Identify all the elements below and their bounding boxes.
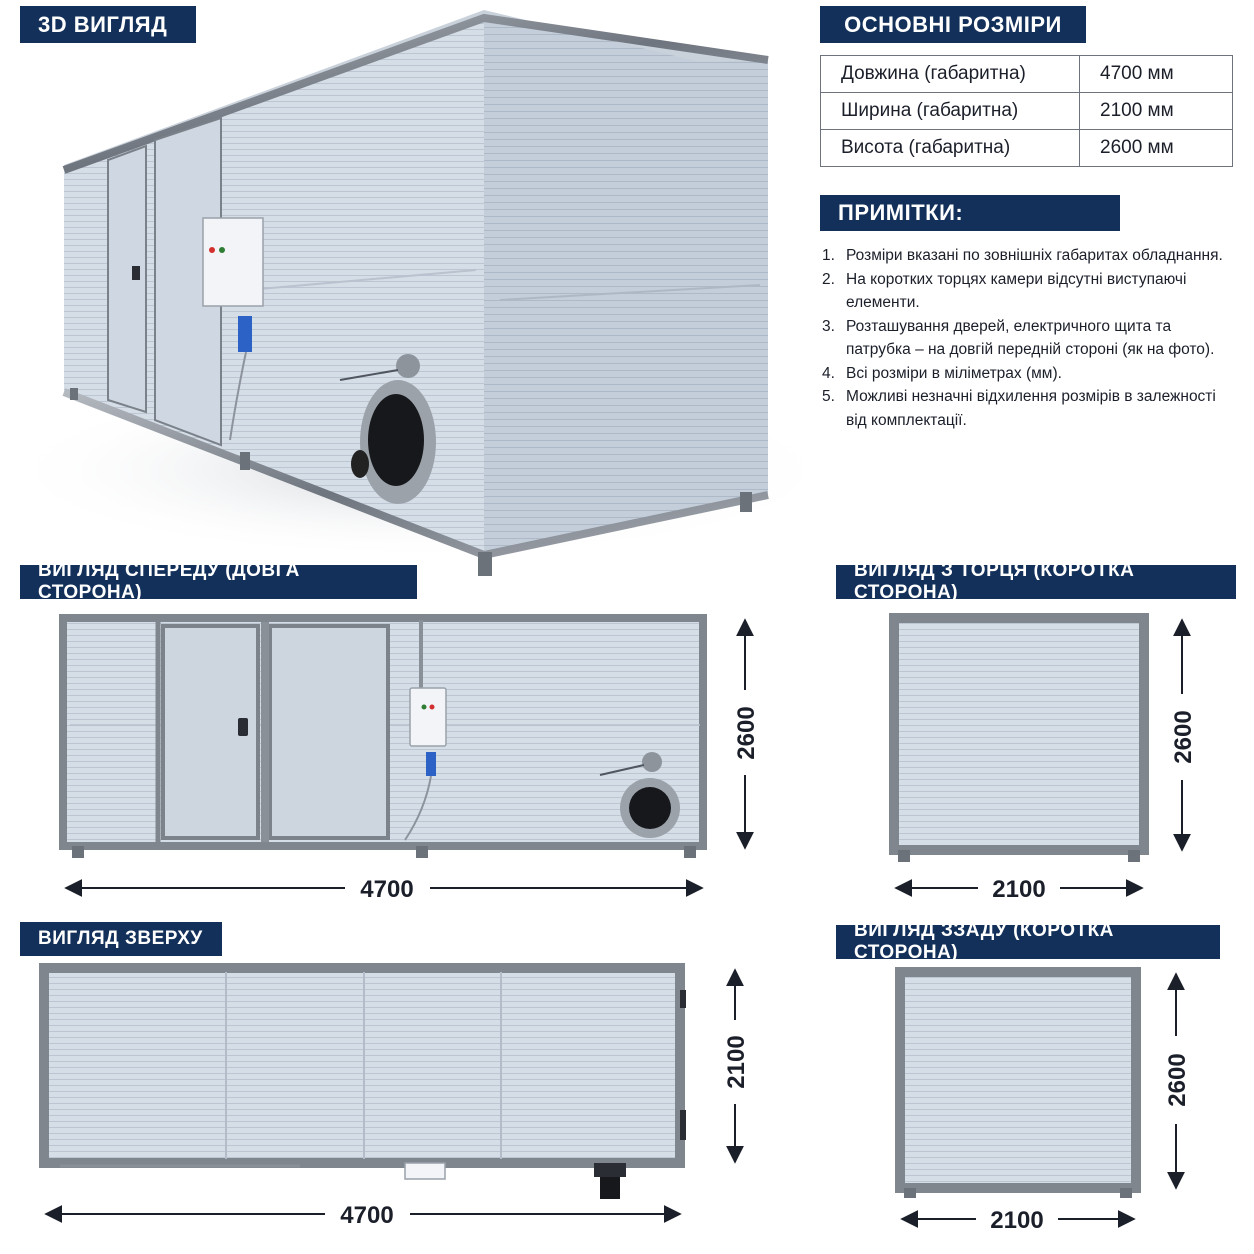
note-number: 4. <box>822 364 835 382</box>
list-item: 2. На коротких торцях камери відсутні вис… <box>822 268 1252 315</box>
short-end-panel <box>484 18 768 555</box>
rear-panel <box>900 972 1136 1188</box>
roof-frame <box>39 963 685 1168</box>
front-frame <box>59 614 707 850</box>
door-right <box>268 624 390 840</box>
control-box <box>409 687 447 747</box>
list-item: 3. Розташування дверей, електричного щита… <box>822 315 1252 362</box>
duct-pipe <box>351 450 369 478</box>
header-3d-view: 3D ВИГЛЯД <box>20 6 196 43</box>
indicator-green <box>421 704 427 710</box>
leg <box>72 846 84 858</box>
door <box>107 144 147 414</box>
note-number: 3. <box>822 317 835 335</box>
end-height-label: 2600 <box>1170 710 1197 763</box>
table-row: Ширина (габаритна) 2100 мм <box>820 92 1233 130</box>
roof-panel <box>44 968 680 1163</box>
duct-pipe <box>600 1177 620 1199</box>
dimension-label: Ширина (габаритна) <box>820 92 1080 130</box>
leg <box>1120 1188 1132 1198</box>
probe-rod <box>339 369 399 381</box>
dimension-label: Довжина (габаритна) <box>820 55 1080 93</box>
note-number: 5. <box>822 388 835 405</box>
dimension-value: 4700 мм <box>1079 55 1233 93</box>
header-notes: ПРИМІТКИ: <box>820 195 1120 231</box>
top-width-label: 4700 <box>340 1202 393 1229</box>
end-width-label: 2100 <box>992 876 1045 903</box>
dimension-value: 2600 мм <box>1079 129 1233 167</box>
end-panel <box>894 618 1144 850</box>
side-fitting <box>680 1110 686 1140</box>
front-view-drawing: 4700 2600 <box>59 614 760 903</box>
note-text: Розташування дверей, електричного щита т… <box>846 317 1215 359</box>
vent-port <box>396 354 420 378</box>
panel-joint <box>247 269 477 291</box>
rear-height-label: 2600 <box>1164 1053 1191 1106</box>
table-row: Довжина (габаритна) 4700 мм <box>820 55 1233 93</box>
probe-rod <box>599 764 645 776</box>
dimensions-table: Довжина (габаритна) 4700 мм Ширина (габа… <box>820 55 1233 167</box>
table-row: Висота (габаритна) 2600 мм <box>820 129 1233 167</box>
vent-port <box>642 752 662 772</box>
leg <box>478 552 492 576</box>
duct-outlet <box>629 787 671 829</box>
power-socket <box>426 752 436 776</box>
list-item: 4. Всі розміри в міліметрах (мм). <box>822 362 1252 386</box>
header-top-view: ВИГЛЯД ЗВЕРХУ <box>20 922 222 956</box>
panel-joint <box>499 284 761 301</box>
note-text: Розміри вказані по зовнішніх габаритах о… <box>846 247 1223 264</box>
door-hinge-post <box>261 622 269 842</box>
note-text: На коротких торцях камери відсутні висту… <box>846 270 1187 312</box>
front-height-label: 2600 <box>733 706 760 759</box>
dimension-label: Висота (габаритна) <box>820 129 1080 167</box>
indicator-green <box>219 247 225 253</box>
door-handle <box>132 266 140 280</box>
indicator-red <box>429 704 435 710</box>
door-handle <box>238 718 248 736</box>
header-main-dimensions: ОСНОВНІ РОЗМІРИ <box>820 6 1086 43</box>
power-socket <box>238 316 252 352</box>
note-text: Можливі незначні відхилення розмірів в з… <box>846 388 1216 429</box>
control-box <box>202 217 264 307</box>
leg <box>240 452 250 470</box>
end-view-drawing: 2100 2600 <box>889 613 1197 903</box>
front-width-label: 4700 <box>360 876 413 903</box>
indicator-red <box>209 247 215 253</box>
leg <box>70 388 78 400</box>
power-cable <box>229 351 247 441</box>
list-item: 1. Розміри вказані по зовнішніх габаритах… <box>822 244 1252 268</box>
leg <box>416 846 428 858</box>
header-front-view: ВИГЛЯД СПЕРЕДУ (ДОВГА СТОРОНА) <box>20 560 417 603</box>
top-view-drawing: 4700 2100 <box>39 963 750 1229</box>
note-number: 2. <box>822 270 835 288</box>
leg <box>1128 850 1140 862</box>
rear-width-label: 2100 <box>990 1207 1043 1234</box>
door <box>154 116 222 447</box>
control-box <box>404 1162 446 1180</box>
power-cable <box>404 775 432 841</box>
leg <box>904 1188 916 1198</box>
list-item: 5. Можливі незначні відхилення розмірів в… <box>822 385 1252 432</box>
header-rear-view: ВИГЛЯД ЗЗАДУ (КОРОТКА СТОРОНА) <box>836 920 1220 963</box>
end-frame <box>889 613 1149 855</box>
side-fitting <box>680 990 686 1008</box>
duct-outlet <box>368 394 424 486</box>
leg <box>684 846 696 858</box>
rear-frame <box>895 967 1141 1193</box>
leg <box>740 492 752 512</box>
header-end-view: ВИГЛЯД З ТОРЦЯ (КОРОТКА СТОРОНА) <box>836 560 1236 603</box>
note-text: Всі розміри в міліметрах (мм). <box>846 364 1062 382</box>
chamber-3d-illustration <box>0 10 840 576</box>
duct-flange <box>594 1163 626 1177</box>
top-depth-label: 2100 <box>723 1035 750 1088</box>
notes-list: 1. Розміри вказані по зовнішніх габаритах… <box>822 244 1252 432</box>
rear-view-drawing: 2100 2600 <box>895 967 1191 1234</box>
leg <box>898 850 910 862</box>
note-number: 1. <box>822 247 835 264</box>
